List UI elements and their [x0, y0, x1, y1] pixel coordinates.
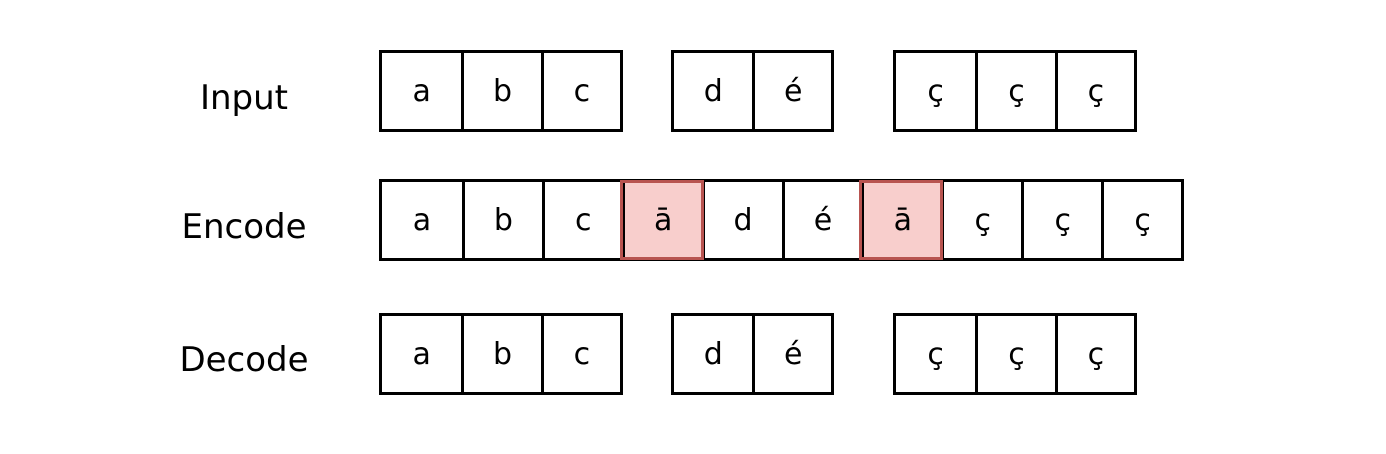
input-group-3: ç ç ç — [893, 50, 1137, 132]
input-cell: b — [461, 53, 541, 129]
encode-cell: ç — [1101, 182, 1182, 258]
input-cell: é — [752, 53, 831, 129]
encode-cell: ç — [941, 182, 1022, 258]
input-cell: ç — [975, 53, 1055, 129]
row-label-input: Input — [199, 78, 289, 118]
encode-cell: ç — [1021, 182, 1102, 258]
decode-cell: d — [674, 316, 753, 392]
encode-cell: a — [382, 182, 462, 258]
encode-cell: b — [461, 182, 542, 258]
row-label-encode: Encode — [181, 207, 307, 247]
decode-cell: é — [752, 316, 831, 392]
decode-cell: ç — [896, 316, 976, 392]
input-cell: d — [674, 53, 753, 129]
input-cell: a — [382, 53, 462, 129]
decode-cell: ç — [1054, 316, 1134, 392]
encode-cell: c — [541, 182, 622, 258]
decode-group-1: a b c — [379, 313, 623, 395]
decode-cell: b — [461, 316, 541, 392]
encode-separator-cell: ā — [859, 180, 944, 260]
decode-group-2: d é — [671, 313, 834, 395]
decode-cell: a — [382, 316, 462, 392]
input-cell: ç — [896, 53, 976, 129]
encode-cell: d — [701, 182, 782, 258]
input-group-1: a b c — [379, 50, 623, 132]
row-label-decode: Decode — [179, 340, 309, 380]
decode-cell: ç — [975, 316, 1055, 392]
decode-group-3: ç ç ç — [893, 313, 1137, 395]
input-cell: ç — [1054, 53, 1134, 129]
input-group-2: d é — [671, 50, 834, 132]
encode-separator-cell: ā — [619, 180, 704, 260]
encode-cell: é — [781, 182, 862, 258]
decode-cell: c — [540, 316, 620, 392]
input-cell: c — [540, 53, 620, 129]
